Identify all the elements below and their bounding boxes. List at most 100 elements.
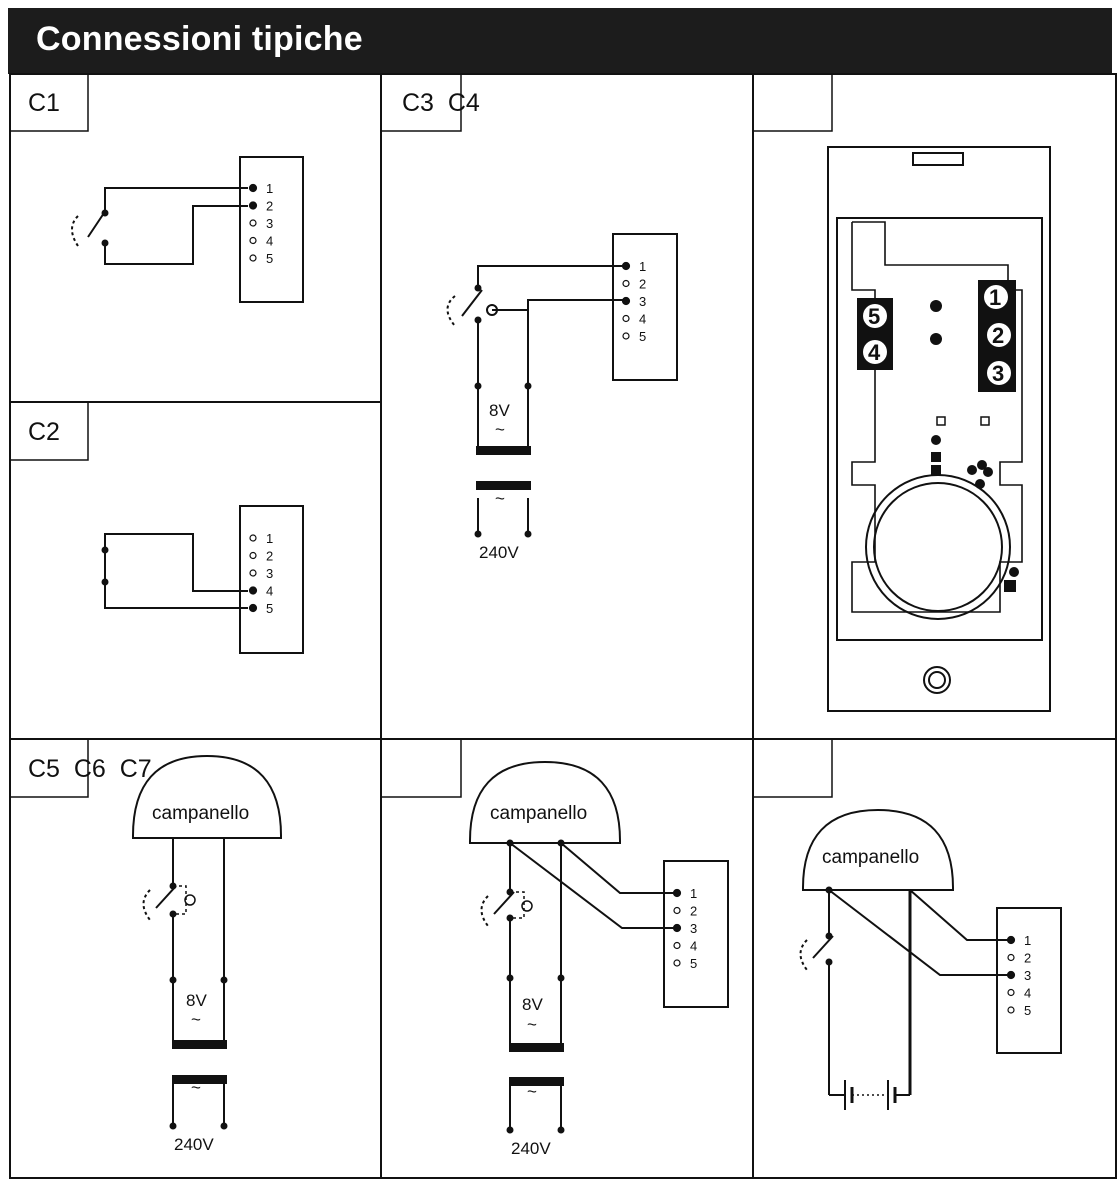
voltage-low-c5-1: 8V <box>186 991 207 1010</box>
voltage-high-c5-1: 240V <box>174 1135 214 1154</box>
junction-dots <box>101 209 833 1134</box>
device-dot-6 <box>967 465 977 475</box>
panel-c5-3 <box>799 808 1062 1110</box>
label-box-device <box>753 74 833 132</box>
terminal-block-c1 <box>239 156 304 303</box>
junction-dot-1 <box>101 239 109 247</box>
junction-dot-7 <box>524 382 532 390</box>
device-pad-sq-1 <box>936 416 946 426</box>
junction-dot-21 <box>557 974 565 982</box>
bell-c5-1 <box>131 754 283 839</box>
device-screw-outer <box>923 666 951 694</box>
pins-c5-3-marker-4 <box>1007 988 1015 997</box>
wire-c3-a <box>477 265 623 288</box>
device-dot-3 <box>931 435 941 445</box>
trafo-bar-top-c5-2 <box>509 1043 564 1052</box>
switch-arc-c3 <box>446 295 456 327</box>
device-num-1: 1 <box>989 285 1001 310</box>
junction-dot-19 <box>506 914 514 922</box>
pins-c3-marker-4 <box>622 314 630 323</box>
trafo-bar-top-c3 <box>476 446 531 455</box>
device-num-4: 4 <box>868 340 881 365</box>
pins-c5-2-marker-2 <box>673 906 681 915</box>
ac-symbol-c5-2-top: ~ <box>527 1015 537 1034</box>
pins-c5-3-marker-2 <box>1007 953 1015 962</box>
terminal-block-c5-3 <box>996 907 1062 1054</box>
device-num-3: 3 <box>992 361 1004 386</box>
panel-label-c1: C1 <box>28 89 60 117</box>
bell-label-c5-1: campanello <box>152 803 249 824</box>
label-box-c5-2 <box>381 739 462 798</box>
ac-symbol-c5-1-bottom: ~ <box>191 1078 201 1097</box>
pins-c3-marker-2 <box>622 279 630 288</box>
lamp-c5-2 <box>521 900 533 912</box>
pins-c2-marker-3 <box>249 569 257 577</box>
pins-c2-number-3: 3 <box>266 566 273 581</box>
device-dot-11 <box>1004 580 1016 592</box>
device-dot-2 <box>930 333 942 345</box>
label-box-c3c4 <box>381 74 462 132</box>
voltage-high-c5-2: 240V <box>511 1139 551 1158</box>
page-title: Connessioni tipiche <box>36 20 363 58</box>
pins-c5-2-number-4: 4 <box>690 939 697 954</box>
pins-c1-number-4: 4 <box>266 234 273 249</box>
pins-c5-2-number-2: 2 <box>690 904 697 919</box>
junction-dot-20 <box>506 974 514 982</box>
pins-c5-2-number-5: 5 <box>690 956 697 971</box>
wire-c1-a <box>104 187 248 213</box>
device-dot-4 <box>931 452 941 462</box>
pins-c5-3-number-3: 3 <box>1024 968 1031 983</box>
junction-dot-23 <box>557 1126 565 1134</box>
junction-dot-11 <box>169 910 177 918</box>
pins-c5-3-number-5: 5 <box>1024 1003 1031 1018</box>
pins-c3-number-1: 1 <box>639 259 646 274</box>
label-boxes <box>10 74 833 798</box>
pins-c2-number-5: 5 <box>266 601 273 616</box>
junction-dot-24 <box>825 886 833 894</box>
pins-c5-3-number-2: 2 <box>1024 951 1031 966</box>
device-num-badge-5 <box>863 304 887 328</box>
device-dot-1 <box>930 300 942 312</box>
pins-c3-number-5: 5 <box>639 329 646 344</box>
pins-c3-marker-1 <box>621 261 631 271</box>
pins-c3-marker-3 <box>621 296 631 306</box>
device-slot <box>912 152 964 166</box>
device-num-badge-2 <box>987 323 1011 347</box>
junction-dot-2 <box>101 546 109 554</box>
switch-arc-c5-2 <box>480 895 489 927</box>
device-num-badge-3 <box>987 361 1011 385</box>
panel-c5-2 <box>468 760 729 1130</box>
device-faceplate <box>827 146 1051 712</box>
panel-c3c4 <box>446 233 678 534</box>
junction-dot-13 <box>220 976 228 984</box>
wire-c1-b <box>104 205 248 265</box>
pins-c5-2-marker-4 <box>673 941 681 950</box>
terminal-block-c3 <box>612 233 678 381</box>
junction-dot-3 <box>101 578 109 586</box>
pins-c1-marker-4 <box>249 236 257 245</box>
pins-c5-2-marker-3 <box>672 923 682 933</box>
pins-c1-number-2: 2 <box>266 199 273 214</box>
panel-label-c3c4: C3 C4 <box>402 89 480 117</box>
label-box-c5c6c7 <box>10 739 89 798</box>
label-box-c2 <box>10 402 89 461</box>
ac-symbol-c5-1-top: ~ <box>191 1010 201 1029</box>
switch-arc-c5-3 <box>799 939 808 971</box>
pins-c2-marker-4 <box>248 586 258 595</box>
panel-label-c5c6c7: C5 C6 C7 <box>28 755 152 783</box>
trafo-bar-bottom-c5-2 <box>509 1077 564 1086</box>
wire-c5-3-a <box>909 889 1008 941</box>
voltage-low-c3: 8V <box>489 401 510 420</box>
device-screw-inner <box>928 671 946 689</box>
junction-dot-6 <box>474 382 482 390</box>
device-inner-frame <box>836 217 1043 641</box>
junction-dot-4 <box>474 284 482 292</box>
pins-c3-marker-5 <box>622 332 630 340</box>
pins-c5-2-number-3: 3 <box>690 921 697 936</box>
junction-dot-5 <box>474 316 482 324</box>
switch-lever-c5-3 <box>812 935 834 959</box>
